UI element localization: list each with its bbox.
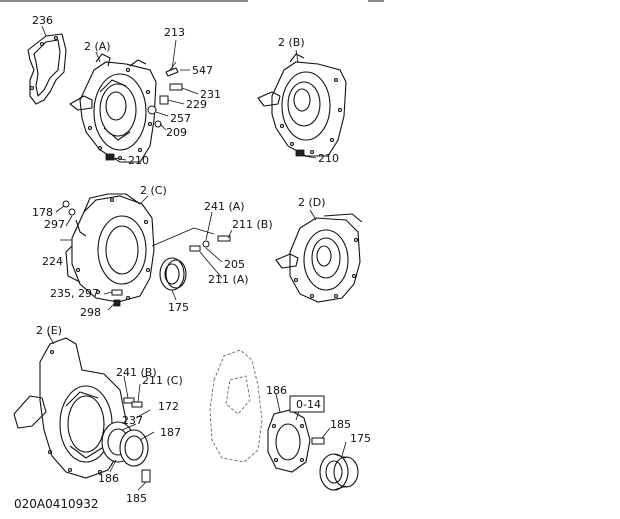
oil-seal-175a	[159, 257, 187, 291]
callout-186b: 186	[266, 384, 287, 397]
callout-298: 298	[80, 306, 101, 319]
callout-2b: 2 (B)	[278, 36, 305, 49]
callout-187: 187	[160, 426, 181, 439]
flywheel-housing-2b	[257, 53, 347, 157]
callout-186a: 186	[98, 472, 119, 485]
rear-oil-seal-retainer-186	[267, 409, 311, 473]
callout-209: 209	[166, 126, 187, 139]
callout-297: 297	[44, 218, 65, 231]
callout-213: 213	[164, 26, 185, 39]
callout-236: 236	[32, 14, 53, 27]
callout-205: 205	[224, 258, 245, 271]
callout-547: 547	[192, 64, 213, 77]
callout-231: 231	[200, 88, 221, 101]
callout-175b: 175	[350, 432, 371, 445]
small-parts-c	[60, 200, 231, 307]
callout-211c: 211 (C)	[142, 374, 183, 387]
callout-2e: 2 (E)	[36, 324, 62, 337]
gasket-236	[27, 33, 67, 105]
leader-lines	[41, 25, 347, 491]
oil-seal-175b	[319, 453, 359, 491]
callout-185b: 185	[330, 418, 351, 431]
bolt-185b	[311, 437, 325, 445]
small-parts-a	[105, 61, 183, 161]
callout-224: 224	[42, 255, 63, 268]
callout-210a: 210	[128, 154, 149, 167]
callout-2a: 2 (A)	[84, 40, 111, 53]
flywheel-housing-2d	[275, 213, 363, 303]
callout-185a: 185	[126, 492, 147, 505]
callout-210b: 210	[318, 152, 339, 165]
callout-178: 178	[32, 206, 53, 219]
callout-175a: 175	[168, 301, 189, 314]
engine-block-dashed	[209, 349, 263, 463]
callout-237: 237	[122, 414, 143, 427]
callout-211b: 211 (B)	[232, 218, 273, 231]
callout-241b: 241 (B)	[116, 366, 157, 379]
callout-0-14: 0-14	[296, 398, 321, 411]
callout-2d: 2 (D)	[298, 196, 326, 209]
callout-235-297: 235, 297	[50, 287, 99, 300]
callout-241a: 241 (A)	[204, 200, 245, 213]
flywheel-housing-2c	[65, 193, 155, 303]
reference-box-0-14	[289, 395, 325, 413]
callout-2c: 2 (C)	[140, 184, 167, 197]
callout-257: 257	[170, 112, 191, 125]
callout-labels: 236 2 (A) 213 547 231 229 257 209 210 2 …	[32, 14, 371, 505]
callout-211a: 211 (A)	[208, 273, 249, 286]
diagram-code: 020A0410932	[14, 497, 99, 511]
callout-229: 229	[186, 98, 207, 111]
callout-172: 172	[158, 400, 179, 413]
flywheel-housing-2a	[69, 53, 157, 163]
